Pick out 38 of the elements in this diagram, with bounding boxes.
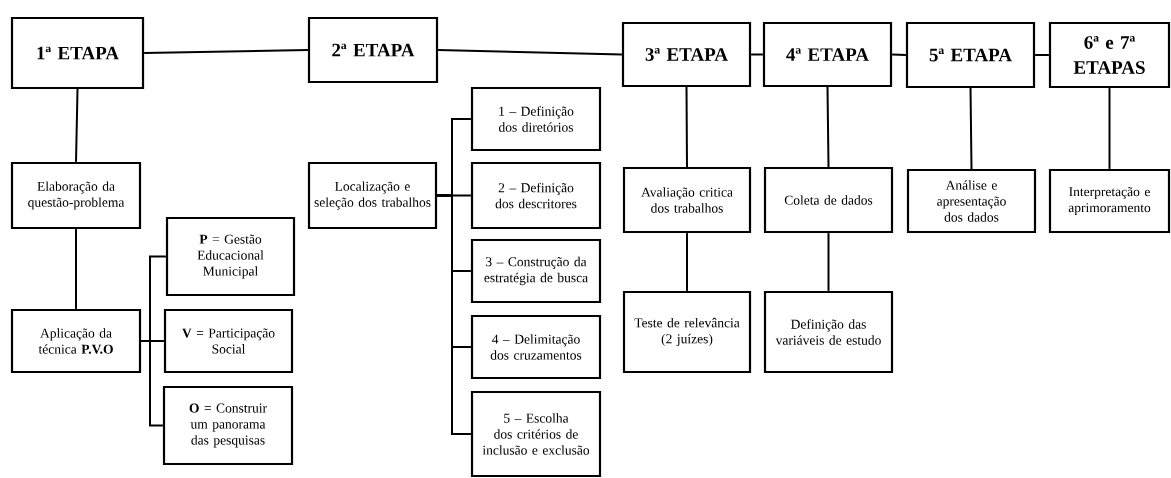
connector-line xyxy=(827,232,830,292)
stage-box: 4ª ETAPA xyxy=(762,21,893,88)
connector-line xyxy=(143,49,309,54)
step-box: P = Gestão Educacional Municipal xyxy=(165,216,296,297)
step-box: Interpretação e aprimoramento xyxy=(1048,168,1171,234)
connector-line xyxy=(436,194,472,435)
step-box: 1 – Definição dos diretórios xyxy=(470,86,602,152)
connector-line xyxy=(826,86,830,168)
step-box: Avaliação critica dos trabalhos xyxy=(622,166,752,234)
connector-line xyxy=(969,87,973,170)
connector-line xyxy=(750,53,764,56)
step-box: Localização e seleção dos trabalhos xyxy=(307,161,438,230)
step-box: Coleta de dados xyxy=(763,166,894,234)
connector-line xyxy=(75,228,77,310)
connector-line xyxy=(140,340,164,427)
connector-line xyxy=(437,49,623,56)
stage-box: 3ª ETAPA xyxy=(621,21,752,88)
step-box: 5 – Escolha dos critérios de inclusão e exclusão xyxy=(470,390,602,478)
step-box: 4 – Delimitação dos cruzamentos xyxy=(470,314,602,380)
step-box: O = Construir um panorama das pesquisas xyxy=(162,385,294,466)
step-box: V = Participação Social xyxy=(163,308,294,374)
connector-line xyxy=(1034,54,1050,56)
step-box: Definição das variáveis de estudo xyxy=(763,290,894,374)
connector-line xyxy=(75,88,79,163)
step-box: 3 – Construção da estratégia de busca xyxy=(470,238,602,304)
step-box: Elaboração da questão-problema xyxy=(10,161,142,230)
stage-box: 6ª e 7ª ETAPAS xyxy=(1048,21,1171,89)
step-box: Teste de relevância (2 juízes) xyxy=(622,290,752,374)
step-box: Aplicação da técnica P.V.O xyxy=(10,308,142,374)
stage-box: 2ª ETAPA xyxy=(307,16,439,84)
stage-box: 5ª ETAPA xyxy=(905,21,1036,89)
stage-box: 1ª ETAPA xyxy=(10,16,145,90)
connector-line xyxy=(891,53,907,56)
connector-line xyxy=(1108,87,1111,170)
connector-line xyxy=(685,86,688,168)
connector-line xyxy=(686,232,688,292)
step-box: 2 – Definição dos descritores xyxy=(470,161,602,230)
step-box: Análise e apresentação dos dados xyxy=(906,168,1037,234)
